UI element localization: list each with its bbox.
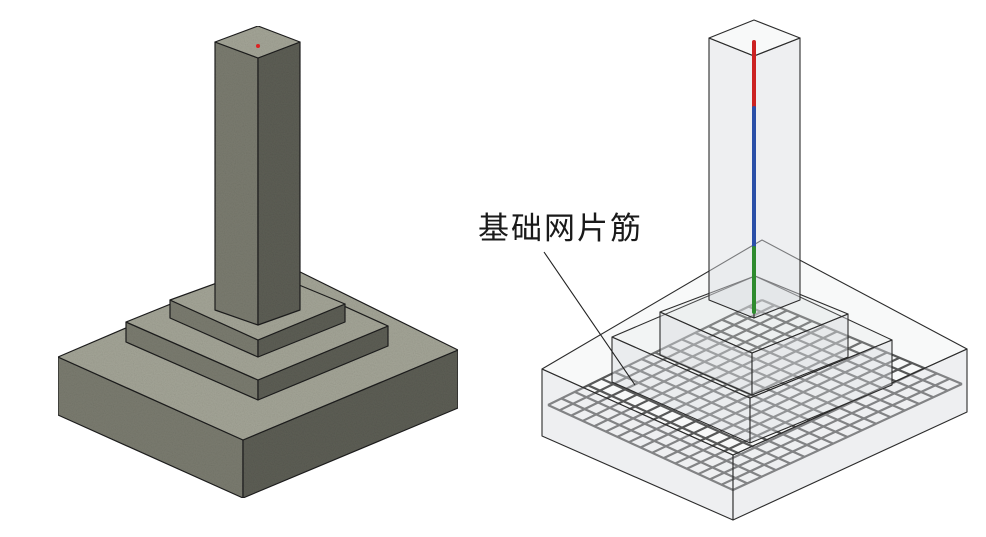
rebar-mesh-bar-a	[732, 383, 963, 491]
glass-column-right-face	[753, 37, 801, 319]
rebar-mesh-bar-b	[721, 318, 920, 405]
column-marker-dot	[256, 44, 260, 48]
rebar-mesh-bar-a	[720, 377, 950, 486]
rebar-mesh-bar-a	[709, 372, 938, 481]
rebar-mesh-bar-b	[694, 331, 891, 419]
glass-column-left-face	[708, 37, 755, 319]
transparent-footing-model	[541, 19, 968, 521]
column-top-face	[214, 25, 301, 59]
rebar-mesh-bar-b	[734, 312, 934, 399]
rebar-mesh-bar-b	[708, 325, 906, 412]
column-right-face	[257, 41, 301, 326]
glass-column-top-face	[708, 19, 801, 57]
callout-leader-line	[543, 251, 636, 386]
glass-base-top-face	[541, 239, 968, 456]
rebar-mesh-bar-b	[681, 338, 877, 425]
concrete-footing-model	[57, 25, 459, 499]
column-left-face	[214, 41, 259, 326]
rebar-mesh-callout-label: 基础网片筋	[478, 211, 643, 247]
rebar-mesh-bar-b	[761, 298, 963, 386]
rebar-mesh-bar-b	[667, 344, 863, 432]
